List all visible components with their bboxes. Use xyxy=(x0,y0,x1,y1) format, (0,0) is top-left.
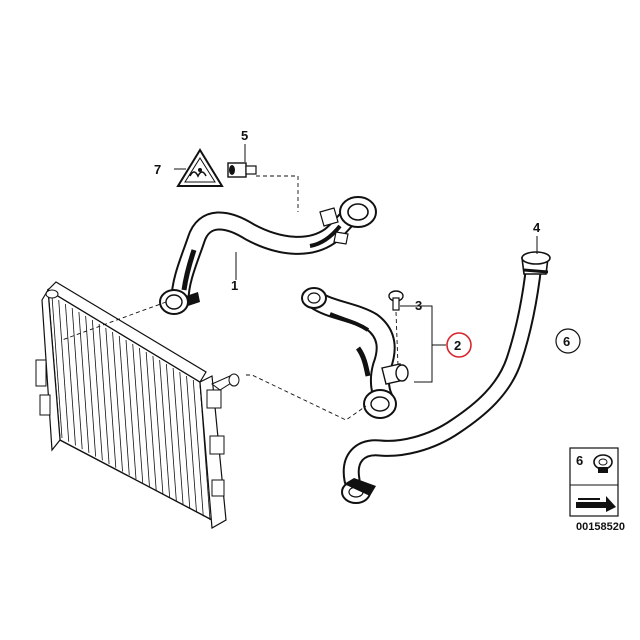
lower-coolant-hose xyxy=(301,287,409,419)
callout-2: 2 xyxy=(454,338,461,353)
radiator-fin xyxy=(125,339,137,480)
radiator-fin xyxy=(105,327,117,468)
callout-3: 3 xyxy=(415,298,422,313)
radiator-fin xyxy=(118,335,130,476)
radiator-fin xyxy=(65,303,76,446)
radiator-fin xyxy=(51,295,63,439)
hose-clamp-icon xyxy=(593,454,613,473)
warning-label-icon xyxy=(176,148,224,187)
radiator-fin xyxy=(98,323,110,465)
radiator-fin xyxy=(172,367,184,506)
callout-7: 7 xyxy=(154,162,161,177)
callout-5: 5 xyxy=(241,128,248,143)
arrow-right-icon xyxy=(576,496,616,512)
radiator-fin xyxy=(78,311,90,453)
screw xyxy=(388,290,404,311)
radiator-fin xyxy=(186,375,197,513)
radiator-fin xyxy=(91,319,103,461)
radiator-fin xyxy=(192,379,204,517)
radiator-fin xyxy=(132,343,144,483)
radiator-fin xyxy=(179,371,191,509)
long-coolant-hose xyxy=(341,251,551,504)
radiator-fin xyxy=(71,307,83,450)
callout-6: 6 xyxy=(563,334,570,349)
radiator-fin xyxy=(139,347,150,487)
radiator xyxy=(35,281,240,529)
radiator-fin xyxy=(85,315,97,457)
upper-coolant-hose xyxy=(159,196,377,315)
temperature-sensor xyxy=(227,162,257,178)
callout-6-ring xyxy=(555,328,581,354)
callout-2-highlight-ring xyxy=(446,332,472,358)
radiator-fin xyxy=(165,363,177,502)
legend-box: 6 xyxy=(569,447,619,517)
leader-lines xyxy=(61,144,538,421)
radiator-fin xyxy=(145,351,157,491)
diagram-code: 00158520 xyxy=(576,521,625,533)
radiator-fin xyxy=(112,331,123,472)
legend-item-number: 6 xyxy=(576,453,583,468)
radiator-fin xyxy=(152,355,164,494)
radiator-fin xyxy=(159,359,171,498)
callout-1: 1 xyxy=(231,278,238,293)
callout-4: 4 xyxy=(533,220,541,235)
radiator-fin xyxy=(58,299,70,442)
